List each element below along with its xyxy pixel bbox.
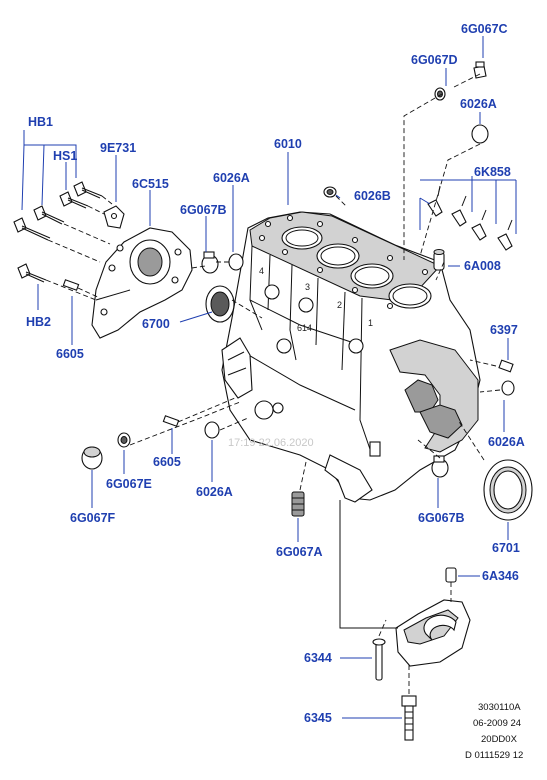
label-6344: 6344 bbox=[304, 651, 332, 665]
label-6a346: 6A346 bbox=[482, 569, 519, 583]
label-hb1: HB1 bbox=[28, 115, 53, 129]
washer-6g067d bbox=[434, 87, 446, 101]
bolt-hb1-b bbox=[33, 205, 65, 225]
pin-6344 bbox=[372, 638, 386, 681]
label-6605-mid: 6605 bbox=[153, 455, 181, 469]
label-6g067b-right: 6G067B bbox=[418, 511, 465, 525]
label-6010: 6010 bbox=[274, 137, 302, 151]
reference-line-3: 20DD0X bbox=[481, 734, 518, 745]
cylinder-number-4: 4 bbox=[259, 266, 264, 276]
cylinder-number-1: 1 bbox=[368, 318, 373, 328]
washer-6g067e bbox=[117, 432, 131, 448]
cylinder-number-2: 2 bbox=[337, 300, 342, 310]
dowel-6605-mid bbox=[162, 415, 180, 427]
label-6a008: 6A008 bbox=[464, 259, 501, 273]
piston-cooling-jets bbox=[427, 185, 513, 251]
bolt-hb1-c bbox=[73, 181, 103, 199]
bracket-9e731 bbox=[103, 205, 125, 229]
bolt-hb2 bbox=[17, 263, 47, 283]
label-hb2: HB2 bbox=[26, 315, 51, 329]
dowel-6a008 bbox=[433, 249, 445, 271]
cylinder-number-3: 3 bbox=[305, 282, 310, 292]
core-plug-6026a-top bbox=[471, 124, 489, 144]
cylinder-block bbox=[221, 211, 481, 503]
reference-line-1: 3030110A bbox=[478, 702, 521, 713]
label-9e731: 9E731 bbox=[100, 141, 136, 155]
stud-hs1 bbox=[59, 191, 89, 209]
label-6026a-right: 6026A bbox=[488, 435, 525, 449]
label-6g067d: 6G067D bbox=[411, 53, 458, 67]
reference-line-4: D 0111529 12 bbox=[465, 750, 523, 761]
reference-line-2: 06-2009 24 bbox=[473, 718, 521, 729]
label-6g067f: 6G067F bbox=[70, 511, 116, 525]
assembly-lines bbox=[45, 73, 501, 694]
core-plug-6026b bbox=[323, 186, 337, 198]
label-6026b: 6026B bbox=[354, 189, 391, 203]
dowel-6605-left bbox=[62, 279, 80, 291]
sleeve-6a346 bbox=[445, 567, 457, 583]
label-6345: 6345 bbox=[304, 711, 332, 725]
front-seal-carrier bbox=[91, 227, 193, 339]
label-6g067e: 6G067E bbox=[106, 477, 152, 491]
label-6g067b-left: 6G067B bbox=[180, 203, 227, 217]
rear-oil-seal bbox=[483, 459, 533, 521]
plug-6g067b-left bbox=[201, 251, 219, 274]
label-6k858: 6K858 bbox=[474, 165, 511, 179]
label-hs1: HS1 bbox=[53, 149, 77, 163]
drain-plug-6g067a bbox=[291, 491, 305, 517]
label-6026a-left: 6026A bbox=[213, 171, 250, 185]
bolt-hb1-a bbox=[13, 217, 51, 241]
label-6700: 6700 bbox=[142, 317, 170, 331]
dowel-6397 bbox=[498, 359, 514, 373]
label-6g067a: 6G067A bbox=[276, 545, 323, 559]
label-6g067c: 6G067C bbox=[461, 22, 508, 36]
label-6026a-bottom: 6026A bbox=[196, 485, 233, 499]
bolt-6345 bbox=[401, 695, 417, 741]
casting-mark: 614 bbox=[297, 323, 312, 333]
leader-lines bbox=[21, 36, 517, 719]
label-6026a-top: 6026A bbox=[460, 97, 497, 111]
label-6605-left: 6605 bbox=[56, 347, 84, 361]
label-6701: 6701 bbox=[492, 541, 520, 555]
core-plug-6026a-bottom bbox=[204, 421, 220, 439]
core-plug-6026a-right bbox=[501, 380, 515, 396]
core-plug-6026a-left bbox=[228, 253, 244, 271]
watermark-timestamp: 17:19 22.06.2020 bbox=[228, 437, 314, 449]
front-oil-seal bbox=[205, 285, 235, 323]
plug-6g067b-right bbox=[431, 455, 449, 478]
plug-6g067f bbox=[81, 446, 103, 470]
main-bearing-cap bbox=[395, 599, 471, 667]
label-6397: 6397 bbox=[490, 323, 518, 337]
label-6c515: 6C515 bbox=[132, 177, 169, 191]
